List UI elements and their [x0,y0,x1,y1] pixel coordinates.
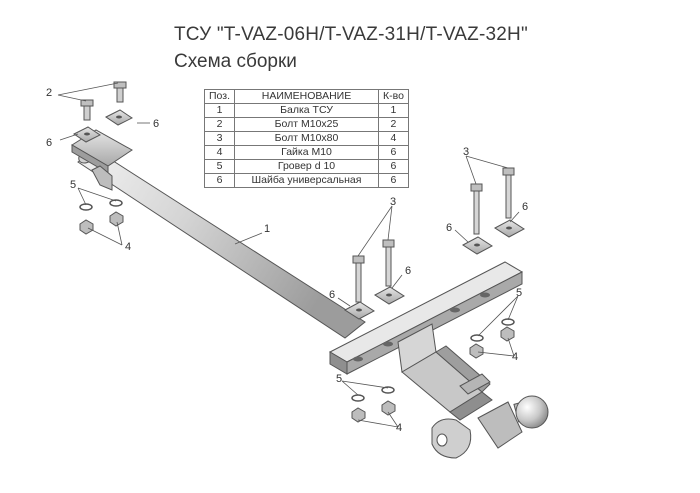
grover-icon [470,334,484,342]
leader-lines [57,82,520,428]
washer-icon [374,286,405,305]
row-name: Шайба универсальная [234,173,379,188]
bolt-short-icon [113,81,127,103]
nut-icon [469,343,484,359]
grover-icon [381,386,395,394]
grover-icon [109,199,123,207]
beam-tube [71,129,366,339]
callout-6: 6 [153,118,159,130]
nut-icon [79,219,94,235]
callout-1: 1 [264,223,270,235]
tow-ball [431,395,549,459]
header-pos: Поз. [204,89,235,104]
row-qty: 2 [378,117,409,132]
row-name: Болт М10х80 [234,131,379,146]
callout-5: 5 [336,373,342,385]
washer-icon [73,126,101,143]
callout-2: 2 [46,87,52,99]
washer-icon [344,301,375,320]
row-qty: 6 [378,173,409,188]
cross-member [328,261,524,375]
bolt-short-icon [80,99,94,121]
washer-parts [73,109,525,320]
washer-icon [462,236,493,255]
callout-4: 4 [396,422,402,434]
washer-icon [105,109,133,126]
callout-4: 4 [125,241,131,253]
grover-icon [351,394,365,402]
drawing-subtitle: Схема сборки [174,51,297,72]
drawing-title: ТСУ "T-VAZ-06H/T-VAZ-31H/T-VAZ-32H" [174,24,528,45]
callout-6: 6 [46,137,52,149]
row-name: Гровер d 10 [234,159,379,174]
bolt-long-icon [382,239,395,287]
bolt-long-icon [352,255,365,303]
callout-3: 3 [390,196,396,208]
drawbar [397,323,493,421]
callout-6: 6 [329,289,335,301]
callout-5: 5 [70,179,76,191]
nut-icon [500,326,515,342]
callout-6: 6 [405,265,411,277]
callout-5: 5 [516,287,522,299]
callout-4: 4 [512,351,518,363]
callout-3: 3 [463,146,469,158]
callout-6: 6 [522,201,528,213]
grover-icon [79,203,93,211]
parts-table-header: Поз. НАИМЕНОВАНИЕ К-во [204,89,409,104]
row-qty: 1 [378,103,409,118]
nut-icon [351,407,366,423]
bolt-long-icon [502,167,515,219]
nut-icon [381,400,396,416]
row-pos: 6 [204,173,235,188]
nut-icon [109,211,124,227]
washer-icon [494,219,525,238]
callout-labels: 2 6 6 5 4 1 3 3 6 6 6 6 5 4 5 4 [46,87,528,434]
row-name: Болт М10х25 [234,117,379,132]
callout-6: 6 [446,222,452,234]
bolt-long-icon [470,183,483,235]
